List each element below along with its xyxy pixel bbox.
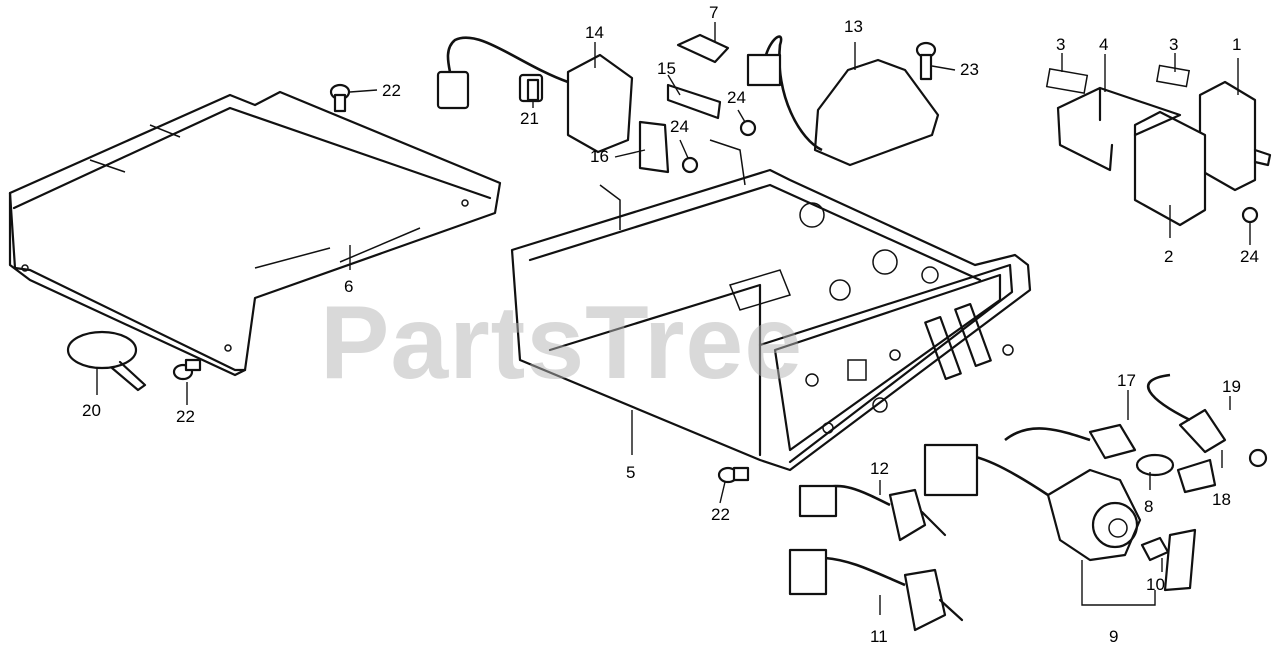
callout-21: 21 (520, 109, 539, 128)
callout-10: 10 (1146, 575, 1165, 594)
upper-bracket-part (666, 83, 722, 120)
watermark-text: PartsTree (320, 285, 803, 401)
callout-4: 4 (1099, 35, 1108, 54)
side-bracket-part (638, 120, 670, 174)
callout-12: 12 (870, 459, 889, 478)
callout-13: 13 (844, 17, 863, 36)
callout-3-right: 3 (1169, 35, 1178, 54)
screw-24-a-part (739, 119, 757, 137)
mounting-bracket-part (1056, 86, 1182, 172)
callout-6: 6 (344, 277, 353, 296)
bolt-22-bottom-part (717, 466, 750, 484)
callout-3-left: 3 (1056, 35, 1065, 54)
callout-2: 2 (1164, 247, 1173, 266)
callout-22-bottom: 22 (711, 505, 730, 524)
callout-9: 9 (1109, 627, 1118, 646)
lamp-socket-part (1248, 448, 1268, 468)
lens-part (1146, 373, 1227, 454)
callout-22-left: 22 (176, 407, 195, 426)
bolt-22-top-part (329, 83, 351, 113)
relay-unit-part (1198, 80, 1272, 192)
callout-24-b: 24 (670, 117, 689, 136)
clamp-part (66, 330, 147, 392)
spacer-plates-part (1045, 64, 1191, 95)
callout-15: 15 (657, 59, 676, 78)
callout-19: 19 (1222, 377, 1241, 396)
callout-labels: 1 2 3 3 4 5 6 7 8 9 10 11 12 13 14 15 16… (82, 3, 1259, 646)
callout-22-top: 22 (382, 81, 401, 100)
leader-lines (96, 22, 1251, 615)
callout-23: 23 (960, 60, 979, 79)
callout-5: 5 (626, 463, 635, 482)
main-frame-part (510, 139, 1032, 472)
lamp-housing-part (1004, 423, 1217, 494)
callout-24-a: 24 (727, 88, 746, 107)
toggle-switch-12-part (798, 484, 947, 542)
control-box-part (1133, 110, 1207, 227)
callout-8: 8 (1144, 497, 1153, 516)
bulb-part (1135, 453, 1175, 477)
callout-14: 14 (585, 23, 604, 42)
callout-7: 7 (709, 3, 718, 22)
cover-plate-part (8, 90, 502, 377)
callout-20: 20 (82, 401, 101, 420)
screw-21-part (526, 78, 540, 102)
callout-1: 1 (1232, 35, 1241, 54)
callout-11: 11 (870, 627, 888, 646)
bolt-23-part (915, 41, 937, 81)
terminal-block-part (676, 33, 730, 64)
condenser-unit-part (746, 35, 940, 167)
callout-16: 16 (590, 147, 609, 166)
bolt-22-left-part (172, 358, 202, 381)
toggle-switch-11-part (788, 548, 964, 632)
callout-18: 18 (1212, 490, 1231, 509)
switch-key-part (1140, 528, 1197, 592)
callout-17: 17 (1117, 371, 1136, 390)
callout-24-c: 24 (1240, 247, 1259, 266)
ignition-switch-part (923, 443, 1142, 562)
screw-24-b-part (681, 156, 699, 174)
screw-24-c-part (1241, 206, 1259, 224)
